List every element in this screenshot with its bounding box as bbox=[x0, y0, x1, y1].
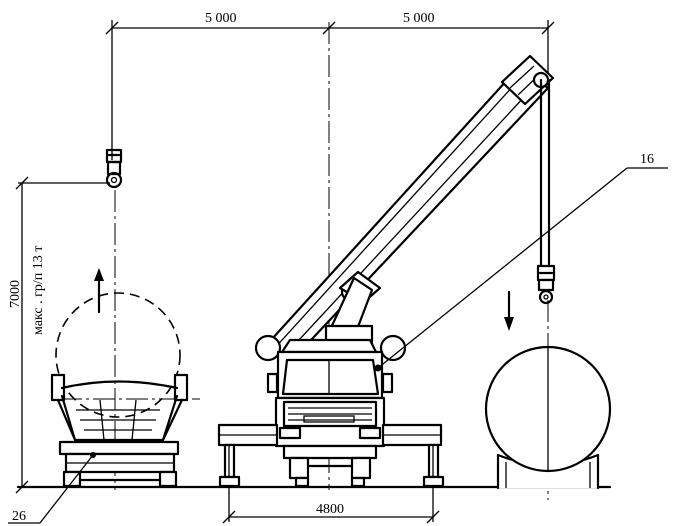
callout-16-leader bbox=[374, 167, 668, 372]
right-reach-label: 5 000 bbox=[403, 11, 435, 26]
bottom-dimension bbox=[222, 488, 440, 524]
left-hook bbox=[105, 148, 123, 189]
callout-26: 26 bbox=[12, 509, 26, 524]
lower-down-arrow-icon bbox=[504, 290, 514, 331]
lift-up-arrow-icon bbox=[94, 268, 104, 314]
crane-boom bbox=[260, 54, 555, 358]
left-trailer bbox=[50, 373, 189, 488]
left-outrigger bbox=[217, 423, 279, 488]
lift-height-label: 7000 bbox=[8, 280, 23, 308]
left-reach-label: 5 000 bbox=[205, 11, 237, 26]
capacity-note-label: макс . гр/п 13 т bbox=[31, 246, 46, 335]
right-hook bbox=[536, 264, 556, 305]
height-dimension bbox=[15, 176, 110, 494]
callout-16: 16 bbox=[640, 152, 654, 167]
right-outrigger bbox=[381, 423, 445, 488]
lifted-load-outline bbox=[55, 292, 181, 418]
outrigger-span-label: 4800 bbox=[316, 502, 344, 517]
truck-cab bbox=[254, 334, 407, 488]
callout-26-leader bbox=[8, 452, 96, 524]
hoist-cable bbox=[539, 78, 551, 270]
right-load-tank bbox=[484, 345, 612, 490]
